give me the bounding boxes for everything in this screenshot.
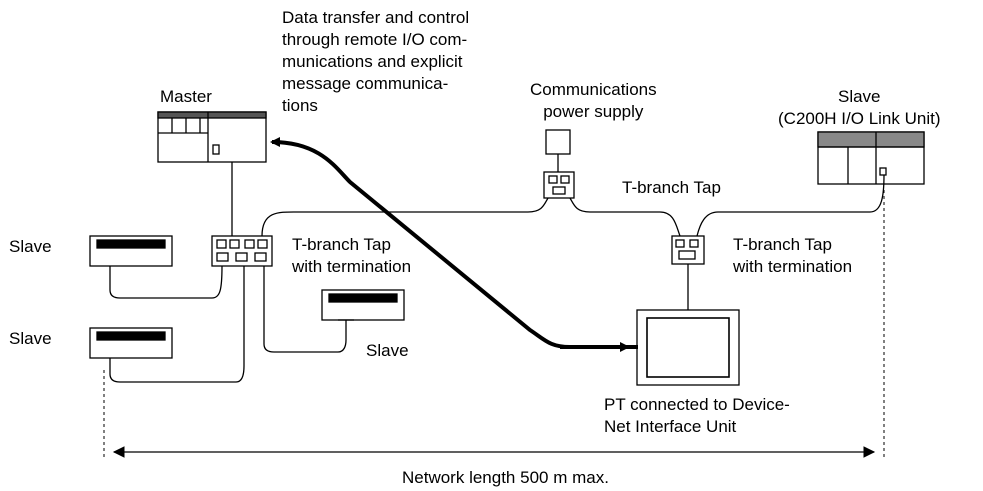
communication-arrow bbox=[270, 137, 638, 352]
slave-c200h-unit bbox=[817, 131, 925, 185]
data-transfer-label: Data transfer and control through remote… bbox=[282, 8, 470, 115]
slave-c200h-label: Slave (C200H I/O Link Unit) bbox=[778, 87, 941, 128]
slave-left-1 bbox=[89, 235, 173, 267]
slave-left-2 bbox=[89, 327, 173, 359]
tbranch-tap-left bbox=[211, 235, 273, 267]
network-cables bbox=[109, 162, 885, 383]
tbranch-top-label: T-branch Tap bbox=[622, 178, 721, 197]
comm-power-supply bbox=[545, 129, 571, 172]
pt-label: PT connected to Device- Net Interface Un… bbox=[604, 395, 790, 436]
slave-mid-label: Slave bbox=[366, 341, 409, 360]
slave-left-1-label: Slave bbox=[9, 237, 52, 256]
network-length-label: Network length 500 m max. bbox=[402, 468, 609, 487]
tbranch-right-label: T-branch Tap with termination bbox=[733, 235, 853, 276]
tbranch-tap-top bbox=[543, 171, 575, 199]
pt-device bbox=[636, 309, 740, 386]
comm-power-label: Communications power supply bbox=[530, 80, 657, 121]
master-plc bbox=[157, 111, 267, 163]
network-length-dimension bbox=[103, 190, 885, 460]
slave-left-2-label: Slave bbox=[9, 329, 52, 348]
tbranch-tap-right bbox=[671, 235, 705, 265]
tbranch-left-label: T-branch Tap with termination bbox=[292, 235, 412, 276]
slave-mid bbox=[321, 289, 405, 321]
master-label: Master bbox=[160, 87, 212, 106]
